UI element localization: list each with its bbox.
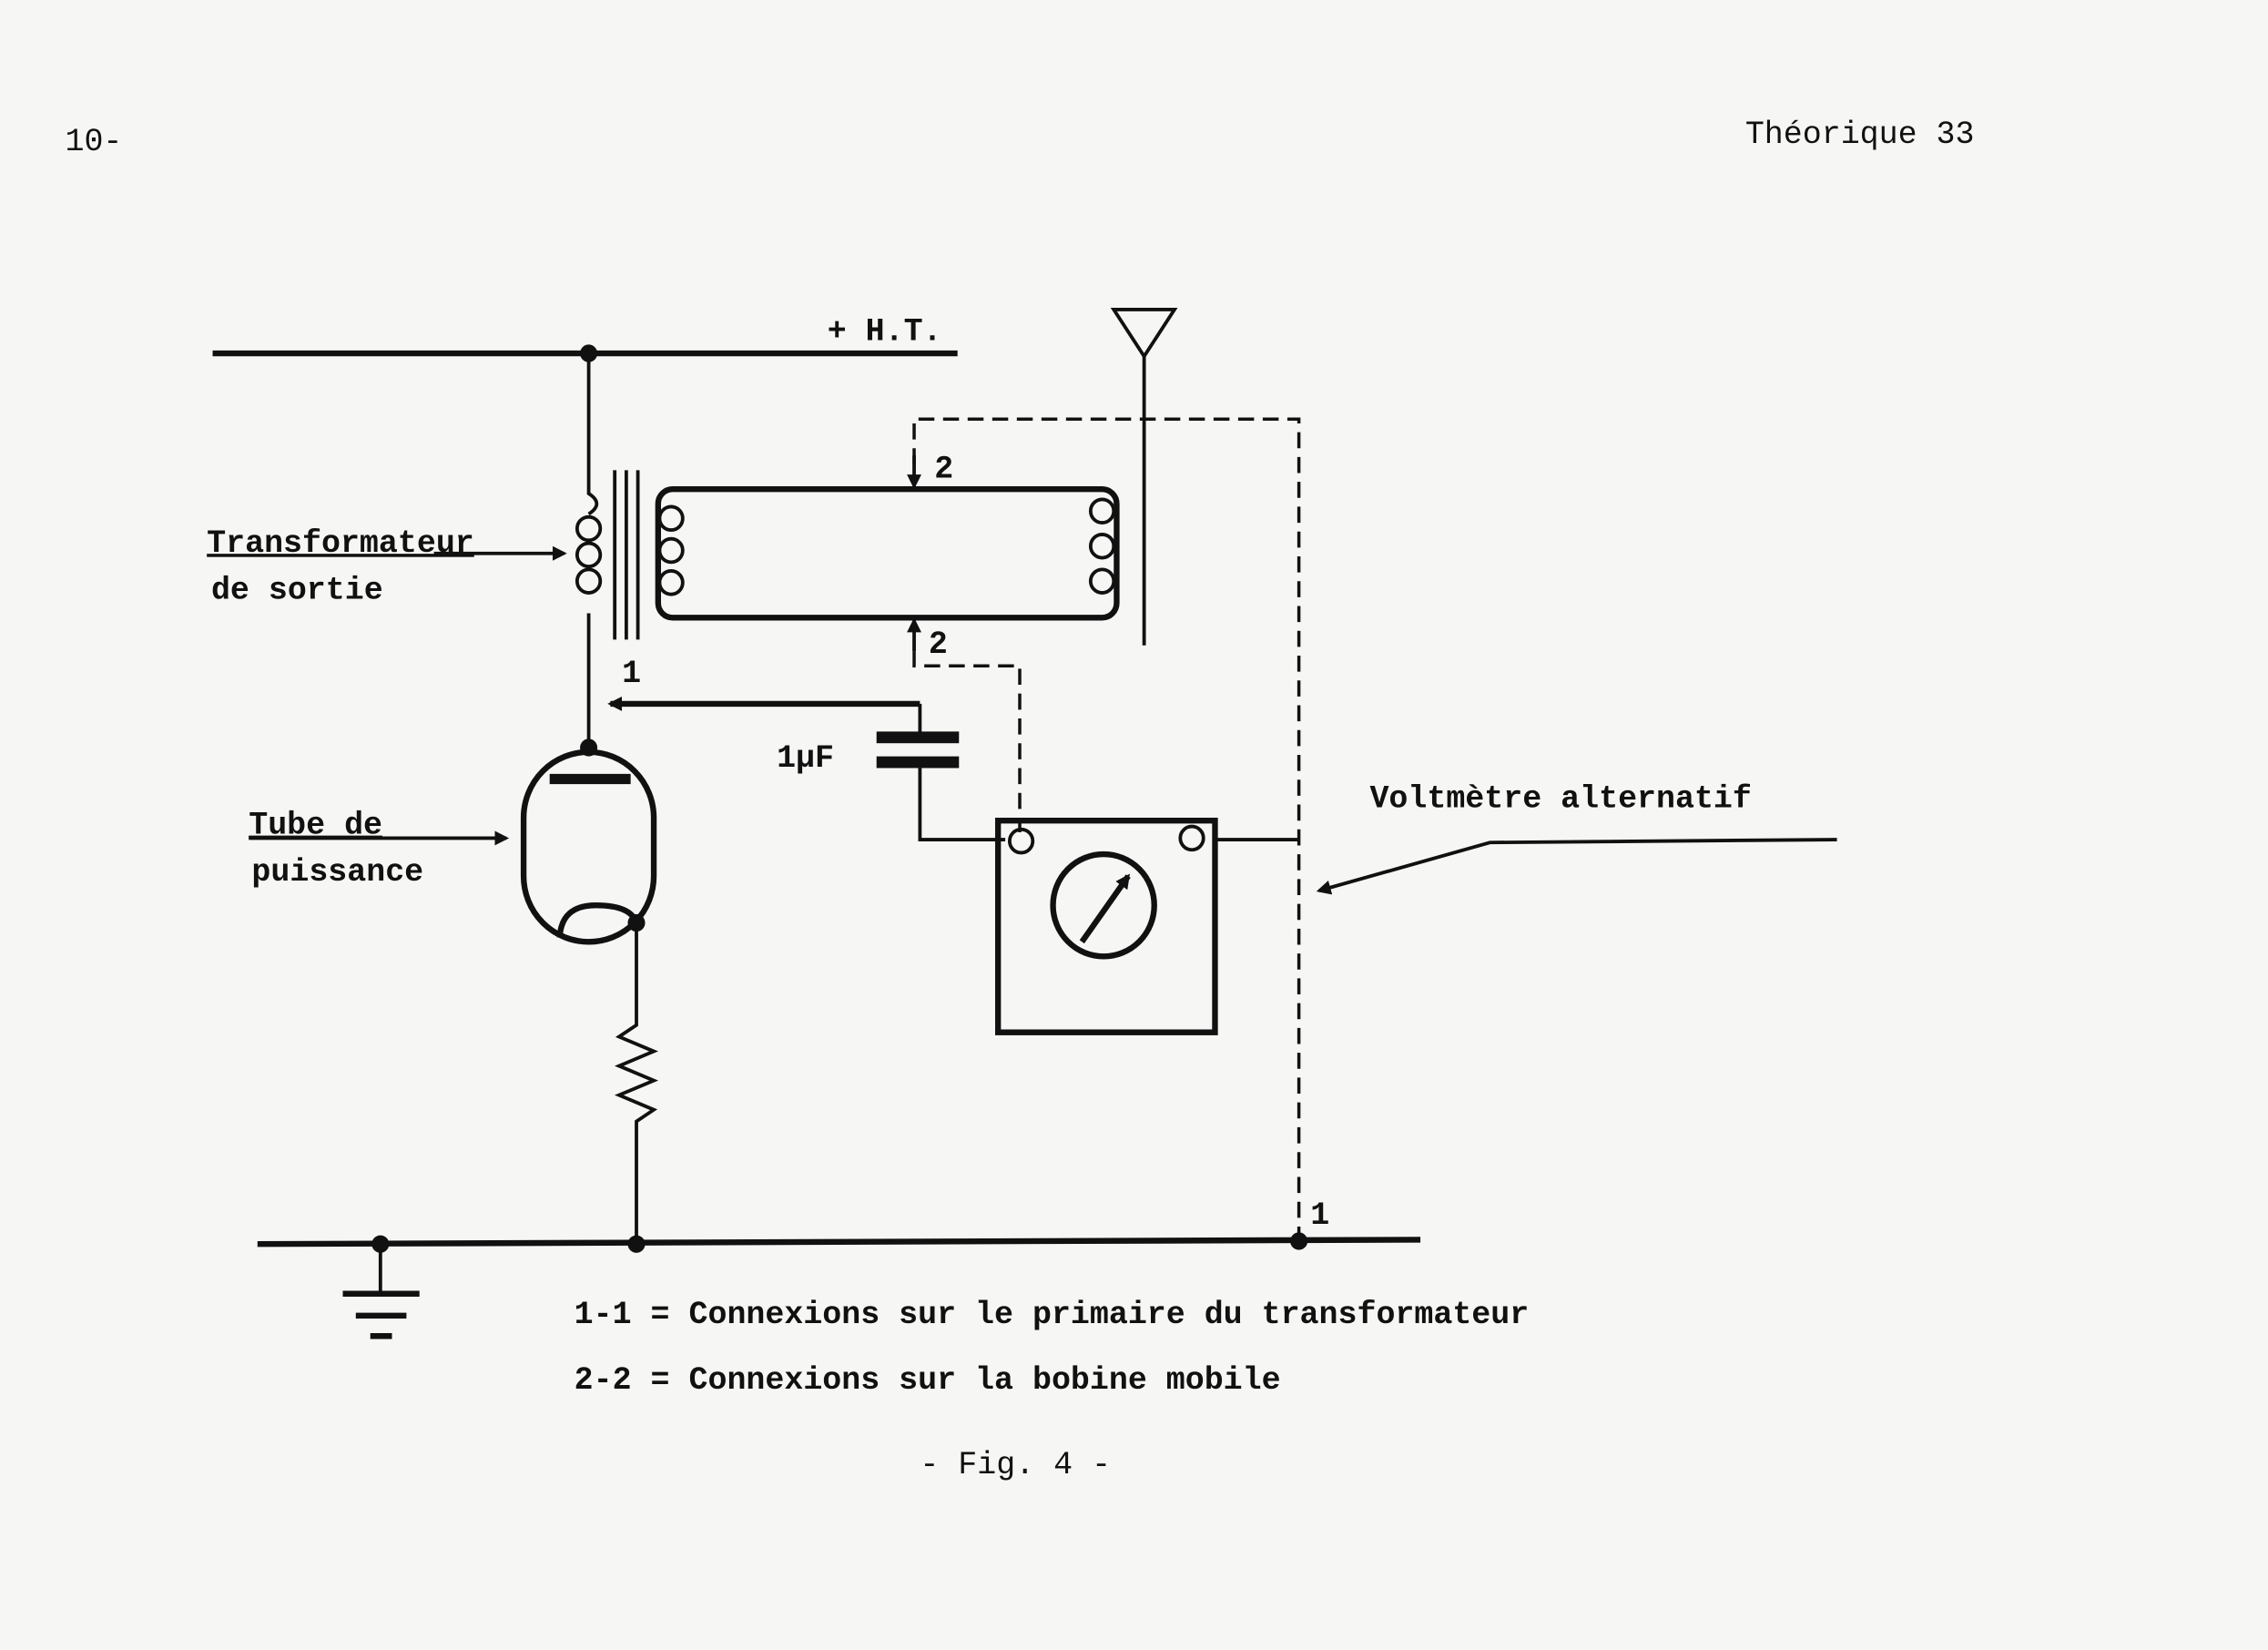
figure-number: - Fig. 4 - [920, 1447, 1111, 1483]
running-title: Théorique 33 [1745, 117, 1975, 153]
transformer-core [613, 470, 640, 640]
anode-node [580, 738, 598, 757]
secondary-coil [657, 504, 685, 596]
capacitor-label: 1µF [777, 740, 834, 777]
point-2-top: 2 [934, 451, 953, 487]
point-1-top: 1 [622, 656, 641, 692]
ht-label: + H.T. [828, 313, 942, 350]
point-1-bottom: 1 [1310, 1197, 1329, 1234]
capacitor-plate-top [876, 731, 960, 744]
dashed-connection-bottom [912, 651, 1022, 833]
caption-line-2: 2-2 = Connexions sur la bobine mobile [575, 1362, 1281, 1399]
resistor-node [627, 1235, 646, 1253]
voltmeter-needle [1079, 873, 1131, 944]
voltmeter-arrow [1316, 838, 1837, 895]
point-2-bottom: 2 [929, 626, 948, 663]
cathode-resistor [614, 922, 659, 1245]
primary-wire [586, 353, 599, 745]
tube-anode-plate [549, 773, 631, 785]
page-number: 10- [65, 124, 122, 160]
capacitor-plate-bottom [876, 756, 960, 769]
transformer-label: Transformateur [207, 525, 474, 562]
tube-cathode [556, 901, 640, 938]
voltmeter [994, 817, 1218, 1035]
ground-icon [342, 1244, 420, 1339]
speaker-coil [1088, 497, 1116, 595]
capacitor-wire-bottom [918, 768, 1006, 841]
voltmeter-terminal-left [1007, 827, 1035, 855]
transformer-label-2: de sortie [211, 572, 383, 608]
dashed-connection-top [912, 417, 1301, 1242]
antenna-icon [1110, 308, 1178, 360]
voltmeter-dial-icon [1050, 850, 1157, 960]
caption-line-1: 1-1 = Connexions sur le primaire du tran… [575, 1297, 1530, 1333]
voltmeter-terminal-right [1178, 824, 1205, 852]
voltmeter-label: Voltmètre alternatif [1369, 781, 1751, 818]
secondary-loop [655, 485, 1120, 621]
point-1-node [1290, 1232, 1308, 1250]
tube-label-2: puissance [251, 854, 423, 891]
ground-rail [257, 1237, 1421, 1248]
primary-coil [575, 514, 603, 595]
